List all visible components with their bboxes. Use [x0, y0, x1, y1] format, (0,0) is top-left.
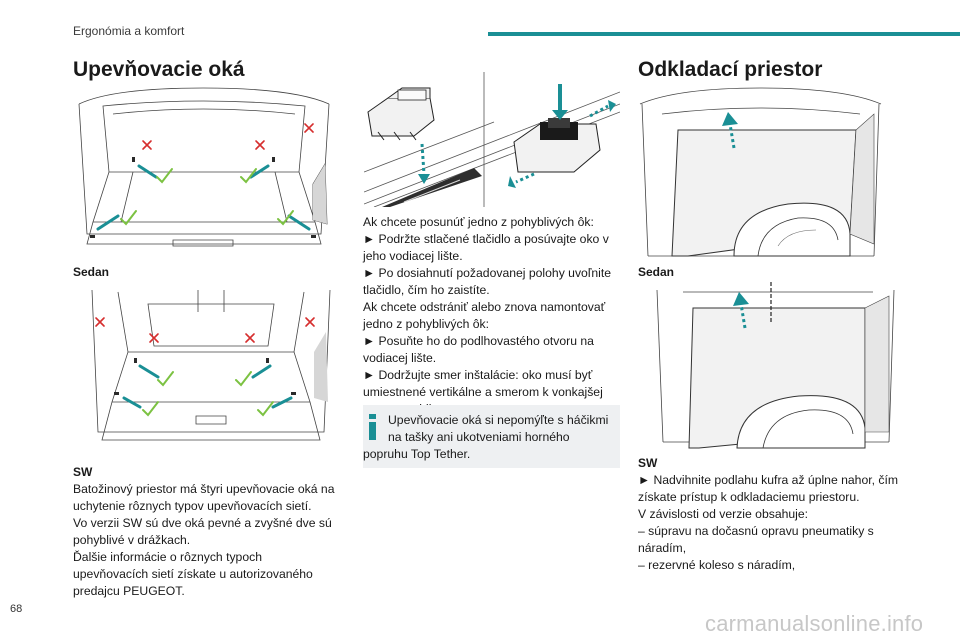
section-header: Ergonómia a komfort [73, 24, 185, 38]
text-line: jedno z pohyblivých ôk: [363, 317, 490, 331]
text-line: Upevňovacie oká si nepomýľte s háčikmi [388, 413, 609, 427]
text-line: pohyblivé v drážkach. [73, 533, 191, 547]
left-body-text: Batožinový priestor má štyri upevňovacie… [73, 481, 353, 600]
header-accent-bar [488, 32, 960, 36]
watermark: carmanualsonline.info [705, 611, 924, 636]
text-line: ► Nadvihnite podlahu kufra až úplne naho… [638, 473, 899, 487]
text-line: Vo verzii SW sú dve oká pevné a zvyšné d… [73, 516, 332, 530]
illustration-sedan-anchoring-eyes [73, 84, 335, 260]
illustration-sedan-storage [638, 84, 883, 260]
text-line: popruhu Top Tether. [363, 447, 471, 461]
illustration-movable-eye-rail [364, 72, 620, 207]
illustration-sw-anchoring-eyes [88, 282, 333, 452]
text-line: náradím, [638, 541, 687, 555]
text-line: Ďalšie informácie o rôznych typoch [73, 550, 262, 564]
text-line: V závislosti od verzie obsahuje: [638, 507, 809, 521]
text-line: ► Dodržujte smer inštalácie: oko musí by… [363, 368, 593, 382]
page-number: 68 [10, 603, 23, 615]
caption-sedan-left: Sedan [73, 265, 110, 279]
text-line: predajcu PEUGEOT. [73, 584, 185, 598]
text-line: ► Podržte stlačené tlačidlo a posúvajte … [363, 232, 609, 246]
text-line: vodiacej lište. [363, 351, 437, 365]
caption-sedan-right: Sedan [638, 265, 675, 279]
tip-box [363, 405, 620, 468]
text-line: Ak chcete odstrániť alebo znova namontov… [363, 300, 606, 314]
title-anchoring-eyes: Upevňovacie oká [73, 58, 245, 81]
text-line: Ak chcete posunúť jedno z pohyblivých ôk… [363, 215, 594, 229]
text-line: – súpravu na dočasnú opravu pneumatiky s [638, 524, 874, 538]
text-line: – rezervné koleso s náradím, [638, 558, 796, 572]
text-line: umiestnené vertikálne a smerom k vonkajš… [363, 385, 603, 399]
text-line: jeho vodiacej lište. [363, 249, 463, 263]
text-line: Batožinový priestor má štyri upevňovacie… [73, 482, 335, 496]
tip-text: Upevňovacie oká si nepomýľte s háčikmi n… [363, 412, 614, 463]
title-storage-compartment: Odkladací priestor [638, 58, 823, 81]
caption-sw-left: SW [73, 465, 93, 479]
right-body-text: ► Nadvihnite podlahu kufra až úplne naho… [638, 472, 908, 574]
caption-sw-right: SW [638, 456, 658, 470]
text-line: upevňovacích sietí získate u autorizovan… [73, 567, 313, 581]
middle-body-text: Ak chcete posunúť jedno z pohyblivých ôk… [363, 214, 625, 418]
text-line: uchytenie rôznych typov upevňovacích sie… [73, 499, 312, 513]
text-line: získate prístup k odkladaciemu priestoru… [638, 490, 860, 504]
text-line: ► Posuňte ho do podlhovastého otvoru na [363, 334, 594, 348]
text-line: na tašky ani ukotveniami horného [388, 430, 570, 444]
illustration-sw-storage [653, 282, 898, 450]
text-line: ► Po dosiahnutí požadovanej polohy uvoľn… [363, 266, 612, 280]
info-icon [369, 414, 376, 440]
text-line: tlačidlo, čím ho zaistíte. [363, 283, 490, 297]
